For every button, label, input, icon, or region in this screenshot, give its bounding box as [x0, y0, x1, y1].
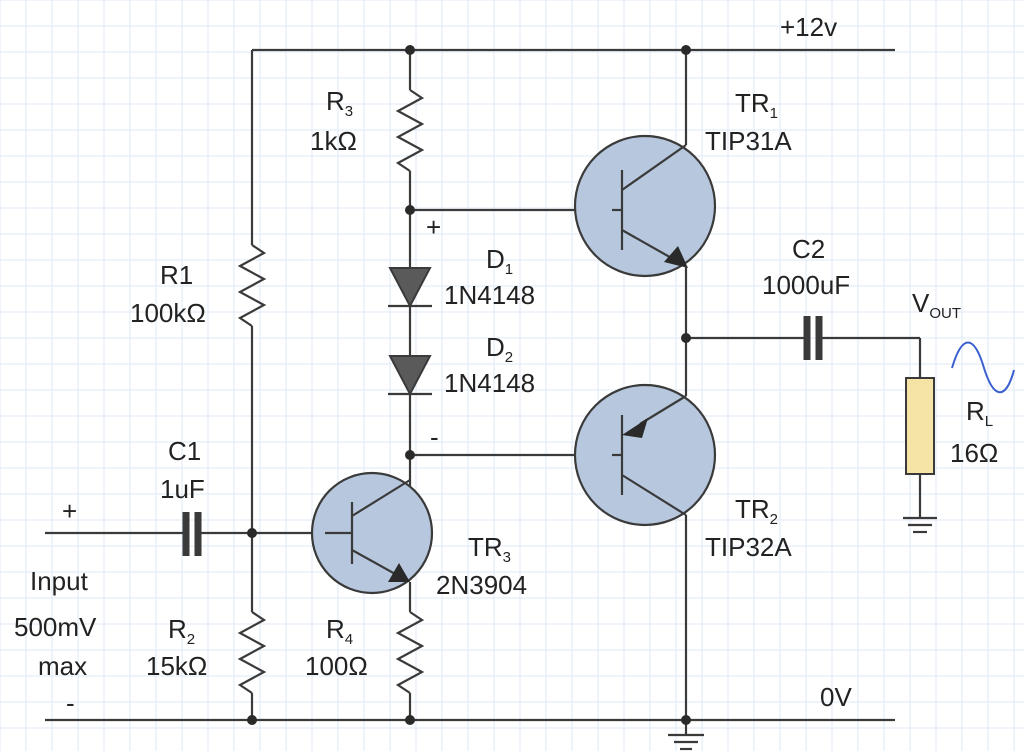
junction-dots — [247, 45, 691, 725]
input-label: Input — [30, 566, 89, 596]
r2-name-label: R2 — [168, 614, 195, 648]
r1-name: R1 — [160, 260, 193, 290]
d2-diode — [388, 355, 432, 397]
c2-capacitor — [803, 316, 823, 360]
bias-plus-label: + — [426, 212, 441, 242]
input-minus-label: - — [66, 688, 75, 718]
tr1-part: TIP31A — [705, 126, 792, 156]
load-resistor — [905, 377, 935, 475]
tr3-name-label: TR3 — [468, 532, 511, 566]
output-sine-icon — [951, 341, 1015, 394]
r4-resistor — [395, 582, 425, 720]
rl-value: 16Ω — [950, 438, 998, 468]
input-max-label: max — [38, 651, 87, 681]
tr3-part: 2N3904 — [436, 570, 527, 600]
r2-value: 15kΩ — [146, 651, 207, 681]
d1-part: 1N4148 — [444, 280, 535, 310]
main-ground-icon — [668, 733, 704, 751]
vout-label: VOUT — [912, 288, 961, 322]
tr2-part: TIP32A — [705, 532, 792, 562]
tr2-name-label: TR2 — [735, 494, 778, 528]
load-ground-icon — [903, 516, 937, 534]
tr1-transistor — [573, 134, 717, 278]
c1-name: C1 — [168, 436, 201, 466]
c2-value: 1000uF — [762, 270, 850, 300]
bias-minus-label: - — [430, 422, 439, 452]
r4-value: 100Ω — [305, 651, 368, 681]
r1-resistor — [237, 50, 267, 533]
r3-name-label: R3 — [326, 86, 353, 120]
d2-part: 1N4148 — [444, 368, 535, 398]
ground-label: 0V — [820, 682, 852, 712]
rl-name-label: RL — [966, 396, 993, 430]
c2-name: C2 — [792, 234, 825, 264]
c1-capacitor — [182, 512, 202, 556]
r3-value: 1kΩ — [310, 126, 357, 156]
d2-name-label: D2 — [486, 332, 513, 366]
d1-diode — [388, 267, 432, 309]
r1-value: 100kΩ — [130, 298, 206, 328]
tr2-transistor — [573, 383, 717, 527]
r4-name-label: R4 — [326, 614, 353, 648]
tr3-transistor — [310, 471, 434, 595]
supply-label: +12v — [780, 12, 837, 42]
input-amplitude-label: 500mV — [14, 612, 97, 642]
input-plus-label: + — [62, 496, 77, 526]
d1-name-label: D1 — [486, 244, 513, 278]
c1-value: 1uF — [160, 474, 205, 504]
r3-resistor — [395, 50, 425, 268]
tr1-name-label: TR1 — [735, 88, 778, 122]
